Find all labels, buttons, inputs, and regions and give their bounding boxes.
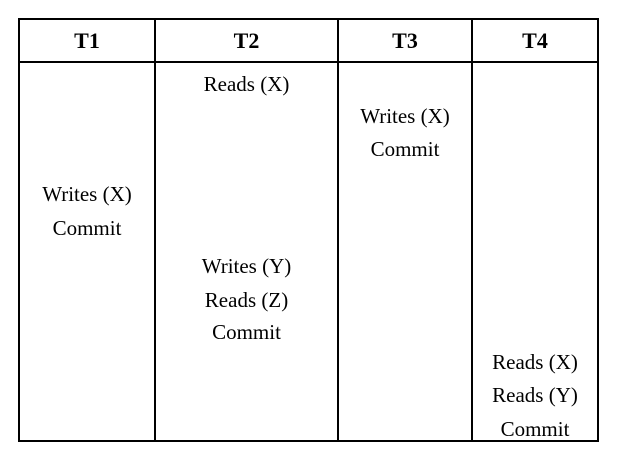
header-t1: T1 <box>74 28 100 53</box>
t4-commit: Commit <box>500 417 570 441</box>
t4-reads-x: Reads (X) <box>492 350 578 374</box>
t4-reads-y: Reads (Y) <box>492 383 578 407</box>
column-divider-t1-t2 <box>154 20 156 440</box>
t2-reads-z: Reads (Z) <box>204 288 289 312</box>
header-t3: T3 <box>392 28 418 53</box>
table-header-row: T1 T2 T3 T4 <box>20 20 597 63</box>
t3-writes-x: Writes (X) <box>360 104 450 128</box>
t3-commit: Commit <box>370 137 440 161</box>
t2-writes-y: Writes (Y) <box>201 254 292 278</box>
column-divider-t3-t4 <box>471 20 473 440</box>
t2-commit: Commit <box>212 320 281 344</box>
t1-writes-x: Writes (X) <box>42 182 132 206</box>
t1-commit: Commit <box>52 216 122 240</box>
column-divider-t2-t3 <box>337 20 339 440</box>
transaction-schedule-table: T1 T2 T3 T4 Writes (X) Commit Reads (X) … <box>18 18 599 442</box>
header-t4: T4 <box>522 28 548 53</box>
header-t2: T2 <box>233 28 260 53</box>
t2-reads-x: Reads (X) <box>203 72 290 96</box>
